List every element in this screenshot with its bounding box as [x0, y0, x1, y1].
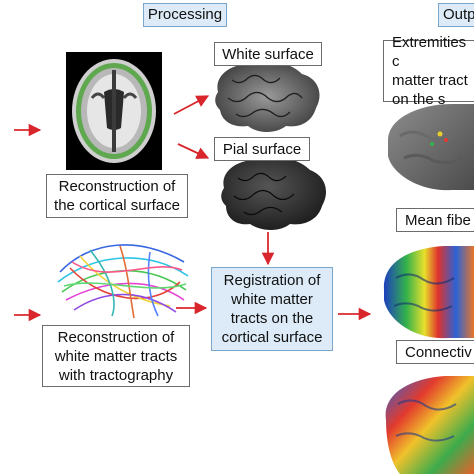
arrow-to-white-surface — [173, 95, 210, 115]
extremities-box: Extremities c matter tract on the s — [383, 34, 474, 108]
connectivity-box: Connectiv — [396, 340, 474, 364]
pial-surface-box: Pial surface — [214, 137, 310, 161]
reconstruction-tracts-box: Reconstruction of white matter tracts wi… — [42, 325, 190, 387]
white-surface-box: White surface — [214, 42, 322, 66]
mri-slice-image — [66, 52, 162, 170]
mean-fiber-map-image — [383, 246, 474, 339]
processing-header: Processing — [143, 3, 227, 27]
pial-surface-brain-image — [221, 157, 326, 230]
mean-fiber-box: Mean fibe — [396, 208, 474, 232]
output-header: Outp — [438, 3, 474, 27]
white-surface-gyri — [227, 74, 303, 118]
reconstruction-cortical-surface-box: Reconstruction of the cortical surface — [46, 174, 188, 218]
inflated-surface-image — [388, 104, 474, 191]
tractography-image — [57, 244, 189, 319]
pial-surface-gyri — [233, 172, 295, 216]
registration-box: Registration of white matter tracts on t… — [211, 267, 333, 351]
arrow-to-pial-surface — [177, 143, 210, 159]
connectivity-map-image — [385, 376, 474, 474]
